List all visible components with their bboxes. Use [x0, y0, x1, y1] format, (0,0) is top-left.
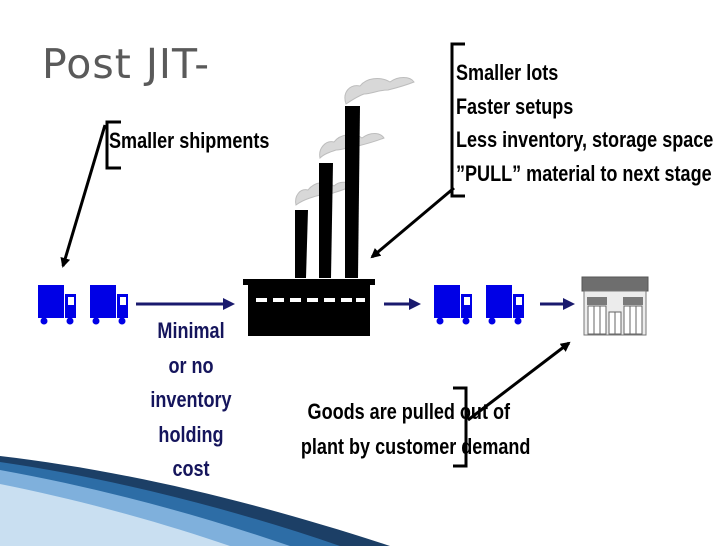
pointer-arrow-store	[467, 341, 571, 422]
slide-title: Post JIT-	[42, 40, 211, 88]
inventory-note-line: inventory	[150, 387, 232, 412]
goods-note-line: plant by customer demand	[300, 434, 531, 459]
factory-note: Smaller lots	[456, 60, 559, 85]
truck-icon	[90, 285, 128, 325]
factory-note: Faster setups	[456, 93, 574, 119]
factory-icon	[243, 106, 375, 336]
truck-icon	[486, 285, 524, 325]
inventory-note-line: holding	[158, 421, 224, 447]
inventory-note-line: Minimal	[157, 318, 225, 343]
pointer-arrow-factory	[370, 186, 455, 259]
inventory-note-line: cost	[172, 456, 210, 481]
shipments-label: Smaller shipments	[109, 128, 270, 153]
truck-icon	[38, 285, 76, 325]
pointer-arrow-shipments	[60, 124, 107, 268]
goods-note: Goods are pulled out of plant by custome…	[300, 394, 531, 464]
factory-note: ”PULL” material to next stage	[456, 160, 712, 186]
factory-note: Less inventory, storage space	[456, 127, 714, 152]
bracket-icon	[105, 120, 121, 170]
factory-notes: Smaller lots Faster setups Less inventor…	[456, 56, 713, 190]
decorative-swoosh	[0, 456, 390, 546]
store-icon	[581, 276, 649, 336]
truck-icon	[434, 285, 472, 325]
bracket-icon	[450, 42, 465, 198]
goods-note-line: Goods are pulled out of	[307, 399, 510, 424]
inventory-note: Minimal or no inventory holding cost	[138, 314, 245, 487]
inventory-note-line: or no	[168, 352, 214, 378]
bracket-icon	[453, 386, 468, 468]
